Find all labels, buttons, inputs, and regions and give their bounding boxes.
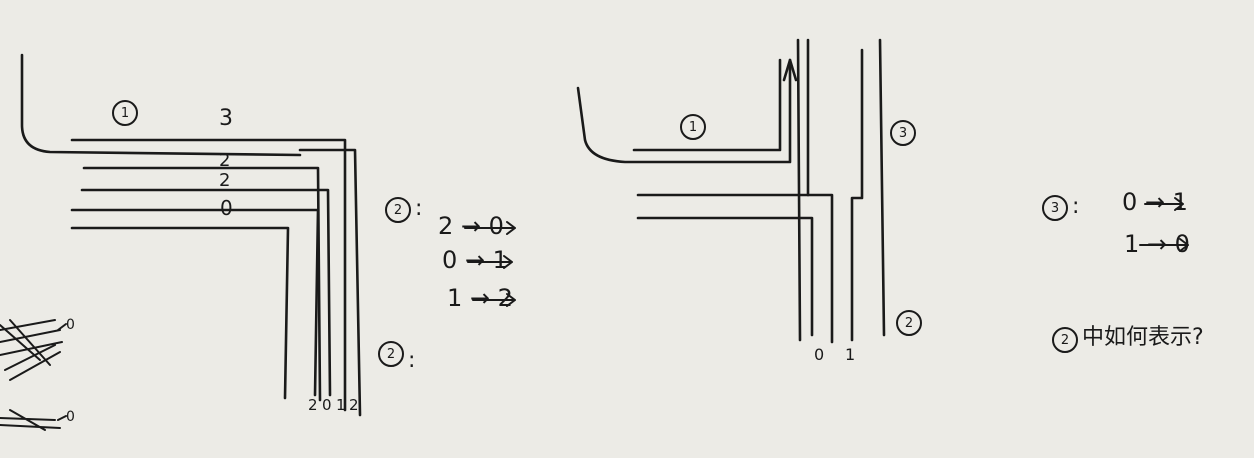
left-right-label-0: 3 (219, 106, 233, 131)
left-right-label-2: 2 (219, 170, 231, 191)
corner-scribble-label-1: 0 (66, 409, 75, 425)
left-bottom-label-0: 2 (308, 396, 318, 414)
left-map-arrow-2 (467, 255, 513, 269)
right-line-3 (636, 216, 814, 337)
left-right-label-1: 2 (219, 150, 231, 171)
left-bottom-label-1: 0 (322, 396, 332, 414)
right-map-arrow-2 (1139, 238, 1189, 252)
right-line-2 (636, 193, 834, 344)
left-outer-curve (20, 53, 302, 157)
right-map-title-label: 3 (1050, 200, 1060, 216)
left-map-title-colon: : (415, 196, 423, 221)
left-line-2 (82, 166, 322, 402)
right-bottom-label-0: 0 (814, 345, 825, 364)
left-line-3 (80, 188, 332, 397)
right-map-row-1: 1 → 0 (1124, 230, 1190, 258)
right-bottom-label-1: 1 (845, 345, 856, 364)
left-map-arrow-3 (472, 293, 516, 307)
right-vertical-c (850, 48, 864, 342)
right-label-1-circle: 1 (680, 114, 706, 140)
left-label-2: 2 (386, 346, 396, 362)
left-map-row-2: 1 → 2 (447, 284, 513, 312)
right-arrow-up (782, 58, 798, 82)
corner-scribble (0, 319, 67, 431)
right-label-3: 3 (898, 125, 908, 141)
left-label-1: 1 (120, 105, 130, 121)
left-label-1-circle: 1 (112, 100, 138, 126)
right-map-arrow-1 (1144, 197, 1184, 211)
right-question-text: 中如何表示? (1082, 325, 1204, 350)
left-map-title-label: 2 (393, 202, 403, 218)
left-map-title-circle: 2 (385, 197, 411, 223)
right-map-row-0: 0 → 1 (1122, 188, 1188, 216)
right-vertical-a (796, 38, 802, 342)
left-bottom-label-3: 2 (349, 396, 359, 414)
left-line-5 (70, 226, 290, 400)
left-map-arrow-1 (464, 221, 516, 235)
corner-scribble-label-0: 0 (66, 317, 75, 333)
left-bottom-label-2: 1 (336, 396, 346, 414)
right-label-2: 2 (904, 315, 914, 331)
right-map-title-circle: 3 (1042, 195, 1068, 221)
left-line-6 (298, 148, 362, 417)
right-question-circle: 2 (1052, 327, 1078, 353)
left-map-row-1: 0 → 1 (442, 246, 508, 274)
right-label-1: 1 (688, 119, 698, 135)
right-label-2-circle: 2 (896, 310, 922, 336)
right-map-title-colon: : (1072, 194, 1080, 219)
left-label-2-colon: : (408, 348, 416, 373)
left-line-4 (70, 208, 320, 397)
right-label-3-circle: 3 (890, 120, 916, 146)
left-map-row-0: 2 → 0 (438, 212, 504, 240)
right-question-label: 2 (1060, 332, 1070, 348)
right-outer-curve (576, 58, 792, 164)
right-line-1 (632, 58, 782, 152)
left-right-label-3: 0 (220, 196, 233, 220)
right-vertical-d (878, 38, 886, 337)
left-label-2-circle: 2 (378, 341, 404, 367)
left-line-1 (70, 138, 347, 412)
